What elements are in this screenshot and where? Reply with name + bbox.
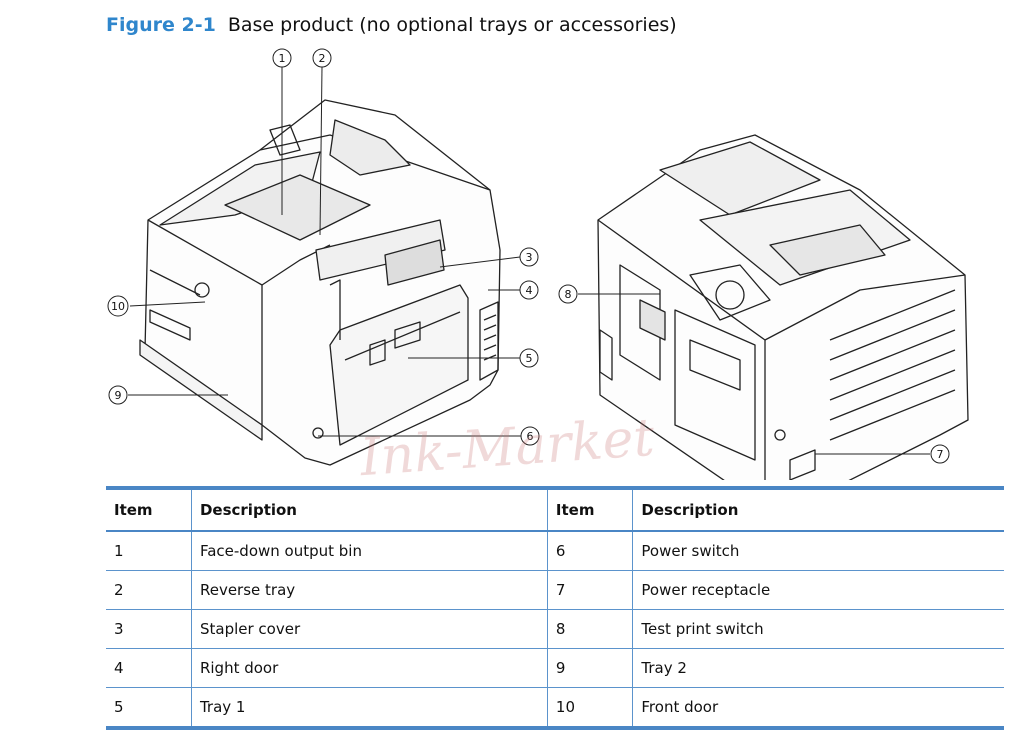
table-row: 2 Reverse tray 7 Power receptacle <box>106 570 1004 610</box>
callout-1: 1 <box>272 48 292 68</box>
callout-bubbles: 1 2 3 4 5 6 7 8 9 10 <box>107 48 950 464</box>
callout-4: 4 <box>519 280 539 300</box>
printer-line-drawing: 1 2 3 4 5 6 7 8 9 10 <box>107 48 969 480</box>
front-view-printer <box>139 99 501 466</box>
svg-text:3: 3 <box>526 251 533 264</box>
header-description: Description <box>632 488 1004 531</box>
table-row: 4 Right door 9 Tray 2 <box>106 648 1004 688</box>
item-number: 8 <box>546 609 633 649</box>
item-description: Tray 1 <box>190 687 548 730</box>
item-number: 1 <box>106 531 192 571</box>
item-description: Test print switch <box>632 609 1004 649</box>
svg-text:9: 9 <box>115 389 122 402</box>
callout-2: 2 <box>312 48 332 68</box>
callout-10: 10 <box>107 295 129 317</box>
item-description: Tray 2 <box>632 648 1004 688</box>
svg-text:10: 10 <box>111 300 125 313</box>
figure-caption: Base product (no optional trays or acces… <box>227 14 677 36</box>
table-header-row: Item Description Item Description <box>106 488 1004 531</box>
printer-illustration: 1 2 3 4 5 6 7 8 9 10 <box>0 40 1019 480</box>
svg-text:1: 1 <box>279 52 286 65</box>
svg-text:5: 5 <box>526 352 533 365</box>
item-number: 5 <box>106 687 192 730</box>
header-item: Item <box>114 501 153 519</box>
item-number: 2 <box>106 570 192 610</box>
item-number: 3 <box>106 609 192 649</box>
callout-9: 9 <box>108 385 128 405</box>
callout-7: 7 <box>930 444 950 464</box>
item-number: 7 <box>546 570 633 610</box>
item-description: Right door <box>190 648 548 688</box>
callout-6: 6 <box>520 426 540 446</box>
svg-text:7: 7 <box>937 448 944 461</box>
item-description: Power switch <box>632 531 1004 571</box>
item-description: Reverse tray <box>190 570 548 610</box>
table-row: 3 Stapler cover 8 Test print switch <box>106 609 1004 649</box>
svg-text:4: 4 <box>526 284 533 297</box>
item-description: Power receptacle <box>632 570 1004 610</box>
table-row: 5 Tray 1 10 Front door <box>106 687 1004 730</box>
figure-number: Figure 2-1 <box>106 14 216 36</box>
svg-text:2: 2 <box>319 52 326 65</box>
callout-3: 3 <box>519 247 539 267</box>
table-row: 1 Face-down output bin 6 Power switch <box>106 531 1004 571</box>
callout-5: 5 <box>519 348 539 368</box>
item-description: Stapler cover <box>190 609 548 649</box>
svg-text:6: 6 <box>527 430 534 443</box>
item-description: Front door <box>632 687 1004 730</box>
item-number: 9 <box>546 648 633 688</box>
svg-text:8: 8 <box>565 288 572 301</box>
figure-title: Figure 2-1 Base product (no optional tray… <box>106 14 677 36</box>
item-number: 4 <box>106 648 192 688</box>
callout-8: 8 <box>558 284 578 304</box>
header-description: Description <box>190 488 548 531</box>
callout-leaders <box>128 66 930 455</box>
item-description: Face-down output bin <box>190 531 548 571</box>
item-number: 6 <box>546 531 633 571</box>
parts-table: Item Description Item Description 1 Face… <box>106 486 1004 730</box>
rear-view-printer <box>597 134 969 480</box>
header-item: Item <box>546 488 633 531</box>
item-number: 10 <box>546 687 633 730</box>
